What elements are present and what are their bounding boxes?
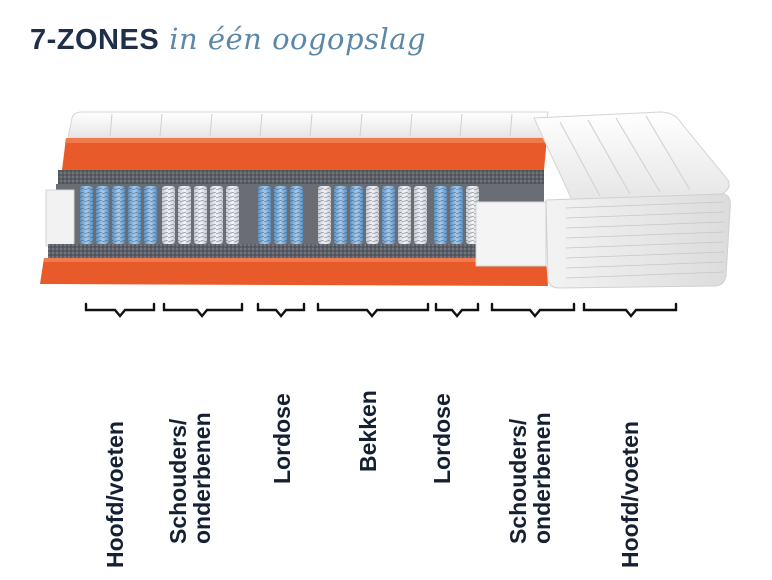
zone-label-6: Schouders/ onderbenen xyxy=(505,412,555,544)
top-orange-layer xyxy=(62,138,547,170)
zone-label-4: Bekken xyxy=(355,390,381,472)
left-edge xyxy=(45,189,75,247)
springs xyxy=(80,186,479,244)
zone-label-6-line1: Schouders/ xyxy=(505,418,531,544)
zone-label-3: Lordose xyxy=(269,393,295,484)
zone-label-7: Hoofd/voeten xyxy=(617,421,643,568)
top-cover xyxy=(67,111,549,139)
page-title: 7-ZONES in één oogopslag xyxy=(30,22,426,68)
title-zones: 7-ZONES xyxy=(30,24,160,56)
zone-label-1: Hoofd/voeten xyxy=(102,421,128,568)
closed-mattress-top xyxy=(533,111,730,201)
zone-label-7-text: Hoofd/voeten xyxy=(617,421,643,568)
cover-seams xyxy=(109,113,513,137)
bracket-zone-1 xyxy=(84,302,156,318)
closed-mattress-side xyxy=(545,193,731,289)
bracket-zone-2 xyxy=(162,302,244,318)
zone-label-2: Schouders/ onderbenen xyxy=(165,412,215,544)
bottom-felt xyxy=(48,244,544,258)
zone-label-5: Lordose xyxy=(429,393,455,484)
bracket-zone-5 xyxy=(434,302,480,318)
inner-foam-block xyxy=(475,201,547,267)
bracket-zone-7 xyxy=(582,302,678,318)
title-script: in één oogopslag xyxy=(169,22,427,56)
bracket-zone-4 xyxy=(316,302,430,318)
bracket-zone-3 xyxy=(256,302,306,318)
bracket-zone-6 xyxy=(490,302,576,318)
zone-label-1-text: Hoofd/voeten xyxy=(102,421,128,568)
zone-label-2-line1: Schouders/ xyxy=(165,418,191,544)
zone-label-3-text: Lordose xyxy=(269,393,295,484)
zone-brackets xyxy=(84,302,678,318)
top-felt xyxy=(58,170,544,184)
zone-label-5-text: Lordose xyxy=(429,393,455,484)
zone-label-6-line2: onderbenen xyxy=(529,412,555,544)
bottom-orange-layer xyxy=(40,258,548,286)
zone-label-4-text: Bekken xyxy=(355,390,381,472)
zone-label-2-line2: onderbenen xyxy=(189,412,215,544)
